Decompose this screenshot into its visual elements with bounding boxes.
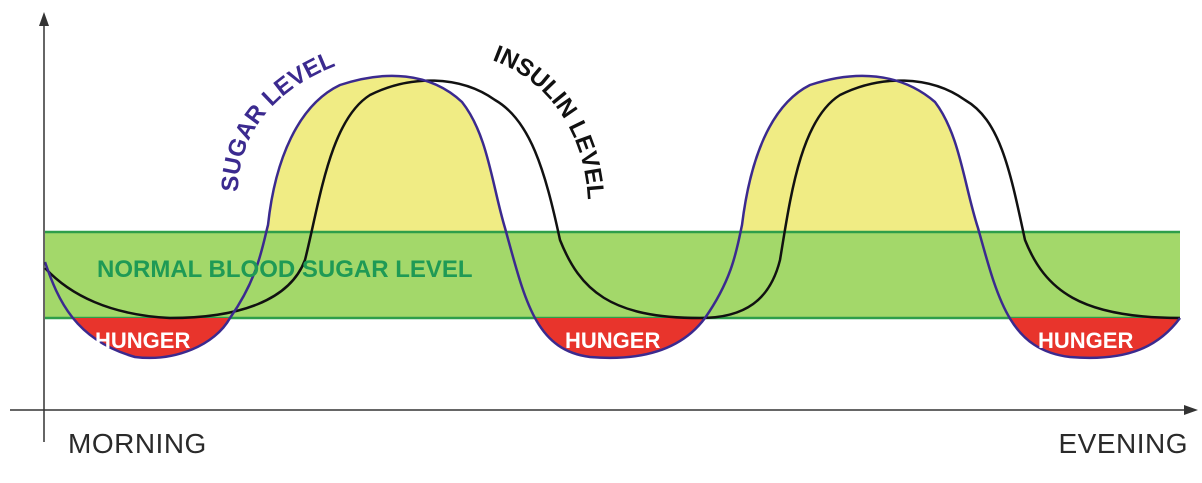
hunger-area [45,318,1180,358]
insulin-level-label: INSULIN LEVEL [490,40,609,200]
svg-text:INSULIN LEVEL: INSULIN LEVEL [490,40,609,200]
x-axis-end-label: EVENING [1058,428,1188,459]
x-axis-start-label: MORNING [68,428,207,459]
y-axis-arrow [39,12,49,26]
sugar-curve [43,74,1182,360]
hunger-label-2: HUNGER [565,328,660,353]
x-axis-arrow [1184,405,1198,415]
hunger-label-1: HUNGER [95,328,190,353]
hunger-label-3: HUNGER [1038,328,1133,353]
sugar-peak-area [266,75,980,232]
normal-band-label: NORMAL BLOOD SUGAR LEVEL [97,256,473,283]
insulin-curve [44,79,1181,320]
